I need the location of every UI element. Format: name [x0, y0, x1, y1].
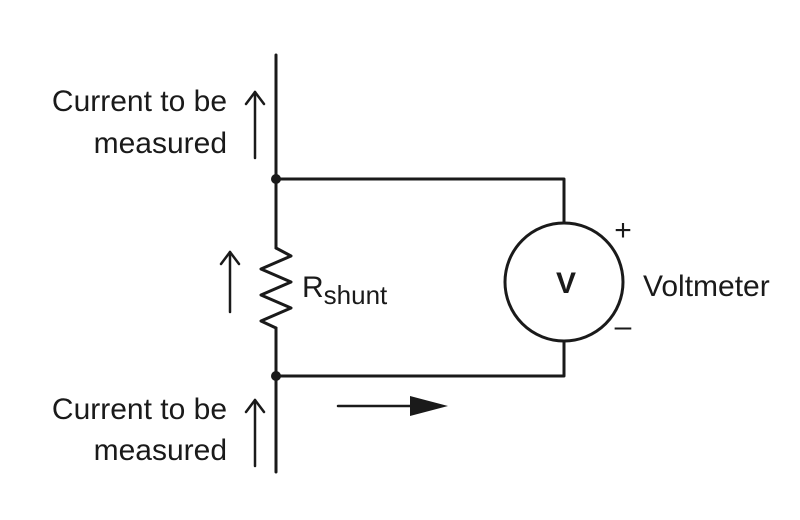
up-arrow-icon [244, 398, 266, 468]
up-arrow-icon [244, 90, 266, 160]
voltmeter-wire-bottom [274, 339, 566, 378]
shunt-resistor-label-subscript: shunt [324, 280, 388, 310]
voltmeter-wire-top [274, 177, 566, 225]
voltmeter-label: Voltmeter [643, 270, 770, 303]
shunt-resistor-label-main: R [302, 271, 324, 304]
current-label-bottom-line1: Current to be [52, 393, 227, 426]
shunt-resistor-label: Rshunt [302, 271, 388, 310]
current-label-top-line2: measured [94, 127, 227, 160]
shunt-resistor [259, 246, 293, 330]
voltmeter-symbol [503, 221, 625, 343]
voltmeter-letter: V [556, 267, 576, 300]
voltmeter-plus-sign: + [614, 214, 632, 247]
right-arrow-icon [336, 396, 448, 416]
current-label-bottom-line2: measured [94, 434, 227, 467]
voltmeter-minus-sign: – [615, 310, 632, 343]
current-label-top-line1: Current to be [52, 85, 227, 118]
up-arrow-icon [219, 250, 241, 314]
